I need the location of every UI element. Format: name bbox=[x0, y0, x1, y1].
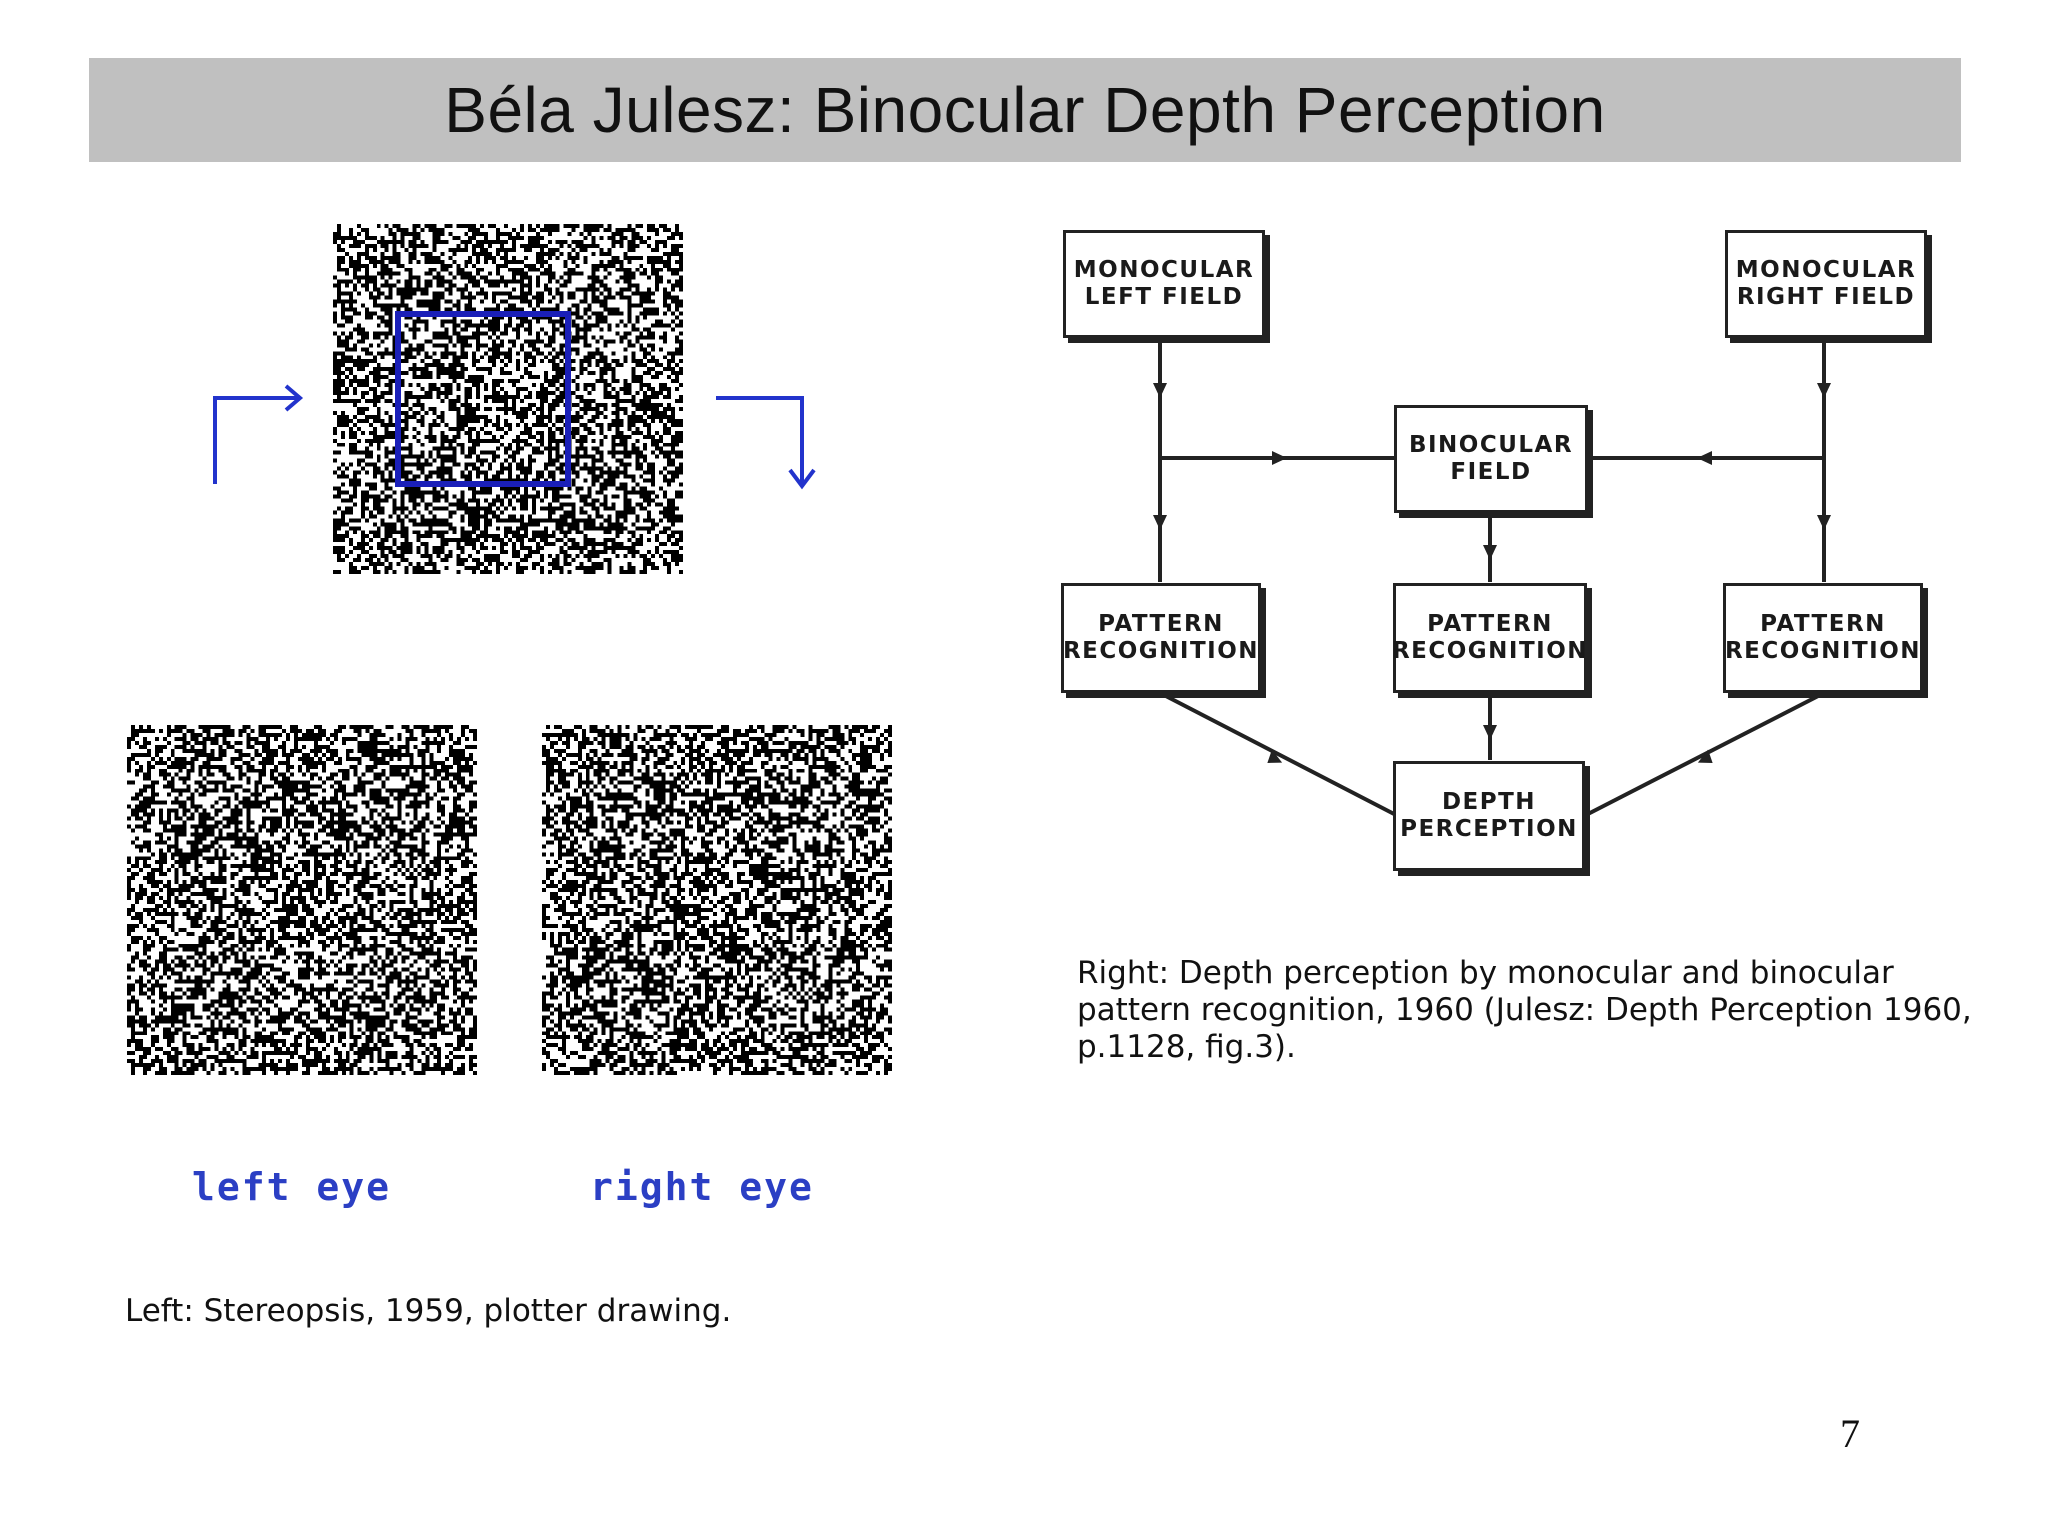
arrowhead-icon bbox=[1817, 515, 1831, 530]
right-eye-random-dot-image bbox=[542, 725, 892, 1075]
slide-title: Béla Julesz: Binocular Depth Perception bbox=[444, 74, 1606, 146]
node-pattern-recognition-right: PATTERN RECOGNITION bbox=[1723, 583, 1923, 693]
arrowhead-icon bbox=[1697, 451, 1712, 465]
connector-left-pattern-to-depth bbox=[1159, 691, 1397, 817]
page-number: 7 bbox=[1840, 1411, 1860, 1456]
right-eye-label: right eye bbox=[590, 1165, 814, 1209]
arrowhead-icon bbox=[1153, 383, 1167, 398]
arrowhead-icon bbox=[1272, 451, 1287, 465]
node-pattern-recognition-left: PATTERN RECOGNITION bbox=[1061, 583, 1261, 693]
arrowhead-icon bbox=[1483, 545, 1497, 560]
arrowhead-icon bbox=[1697, 749, 1713, 763]
stereogram-combined-image bbox=[333, 224, 683, 574]
diagram-caption: Right: Depth perception by monocular and… bbox=[1077, 955, 1972, 1065]
left-eye-random-dot-image bbox=[127, 725, 477, 1075]
node-depth-perception: DEPTH PERCEPTION bbox=[1393, 761, 1585, 871]
stereopsis-caption: Left: Stereopsis, 1959, plotter drawing. bbox=[125, 1293, 732, 1329]
arrowhead-icon bbox=[1153, 515, 1167, 530]
title-bar: Béla Julesz: Binocular Depth Perception bbox=[89, 58, 1961, 162]
shifted-region-outline bbox=[395, 311, 571, 487]
node-monocular-right-field: MONOCULAR RIGHT FIELD bbox=[1725, 230, 1927, 338]
arrowhead-icon bbox=[1483, 725, 1497, 740]
left-shift-arrow-icon bbox=[213, 384, 304, 484]
node-monocular-left-field: MONOCULAR LEFT FIELD bbox=[1063, 230, 1265, 338]
arrowhead-icon bbox=[1267, 749, 1283, 763]
arrowhead-icon bbox=[1817, 383, 1831, 398]
diagram-arrowheads bbox=[1153, 383, 1831, 763]
node-binocular-field: BINOCULAR FIELD bbox=[1394, 405, 1588, 513]
left-eye-label: left eye bbox=[192, 1165, 392, 1209]
node-pattern-recognition-center: PATTERN RECOGNITION bbox=[1392, 583, 1587, 693]
right-shift-arrow-icon bbox=[716, 396, 816, 490]
